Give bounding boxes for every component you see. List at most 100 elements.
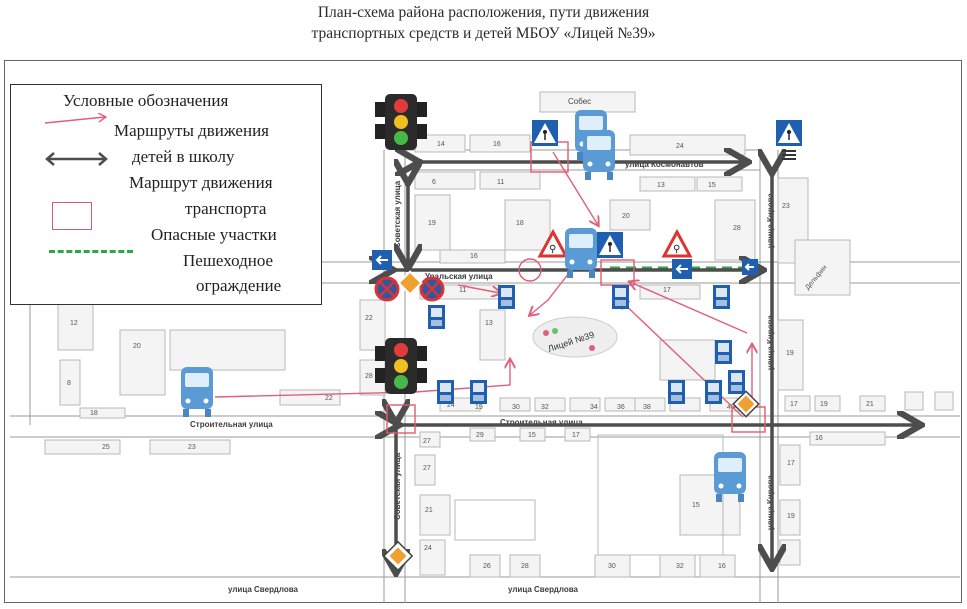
- priority-road-sign-2: [732, 390, 760, 418]
- children-warning-sign-2: ⚲: [661, 228, 693, 258]
- house-number: 27: [423, 465, 431, 472]
- child-routes: [214, 151, 748, 418]
- house-number: 24: [447, 402, 455, 409]
- legend-dangerous-spots: Опасные участки: [151, 225, 277, 244]
- map-title-line-2: транспортных средств и детей МБОУ «Лицей…: [311, 25, 656, 42]
- svg-text:⚲: ⚲: [549, 244, 556, 255]
- street-sovetskaya-top: Советская улица: [393, 180, 402, 248]
- house-number: 32: [541, 404, 549, 411]
- house-number: 16: [493, 141, 501, 148]
- house-number: 21: [425, 507, 433, 514]
- house-number: 27: [423, 438, 431, 445]
- legend-heading: Условные обозначения: [63, 91, 229, 110]
- house-number: 20: [133, 343, 141, 350]
- house-number: 24: [424, 545, 432, 552]
- legend-transport-route-line1: Маршрут движения: [129, 173, 273, 192]
- house-number: 21: [866, 401, 874, 408]
- house-number: 19: [786, 350, 794, 357]
- children-warning-sign-1: ⚲: [537, 228, 569, 258]
- traffic-light-top: [375, 94, 427, 150]
- crosswalk-sign-right: [776, 120, 802, 160]
- legend-child-routes-line2: детей в школу: [132, 147, 235, 166]
- house-number: 13: [485, 320, 493, 327]
- parking-sign-icon: [715, 340, 732, 364]
- house-number: 30: [608, 563, 616, 570]
- house-number: 23: [188, 444, 196, 451]
- house-number: 19: [787, 513, 795, 520]
- map-frame: [4, 60, 962, 603]
- buses: [181, 110, 746, 502]
- house-number: 20: [622, 213, 630, 220]
- house-number: 19: [820, 401, 828, 408]
- school-area: [532, 316, 618, 358]
- parking-signs: [428, 285, 745, 404]
- house-number: 29: [476, 432, 484, 439]
- legend-transport-route-line2: транспорта: [185, 199, 267, 218]
- house-number: 38: [643, 404, 651, 411]
- house-number: 36: [617, 404, 625, 411]
- parking-sign-icon: [668, 380, 685, 404]
- street-stroitelnaya-left: Строительная улица: [190, 420, 273, 429]
- one-way-sign-left: [372, 250, 392, 270]
- house-number: 28: [365, 373, 373, 380]
- house-number: 15: [528, 432, 536, 439]
- house-number: 26: [483, 563, 491, 570]
- house-number: 11: [459, 287, 466, 294]
- house-number: 34: [590, 404, 598, 411]
- house-number: 17: [790, 401, 798, 408]
- legend-fence-line2: ограждение: [196, 276, 282, 295]
- priority-road-sign-1: [397, 270, 423, 296]
- sobes-label: Собес: [568, 97, 591, 106]
- house-number: 23: [782, 203, 790, 210]
- crosswalk-sign-mid: [597, 232, 623, 258]
- fence-dashes-icon: [49, 250, 133, 253]
- legend-child-routes-line1: Маршруты движения: [114, 121, 269, 140]
- traffic-light-bottom: [375, 338, 427, 394]
- house-number: 19: [428, 220, 436, 227]
- child-route-arrow-icon: [44, 113, 108, 124]
- two-way-road-arrows: [390, 162, 918, 570]
- bus-icon: [565, 228, 597, 278]
- house-number: 18: [90, 410, 98, 417]
- legend-box: Условные обозначения Маршруты движения д…: [10, 84, 322, 305]
- two-way-arrow-icon: [45, 152, 108, 166]
- bus-icon: [583, 130, 615, 180]
- house-number: 6: [432, 179, 436, 186]
- house-number: 17: [572, 432, 580, 439]
- parking-sign-icon: [612, 285, 629, 309]
- house-number: 28: [733, 225, 741, 232]
- no-stopping-sign-2: [419, 276, 445, 302]
- house-number: 14: [437, 141, 445, 148]
- one-way-sign-center: [672, 259, 692, 279]
- house-number: 22: [365, 315, 373, 322]
- street-sverdlova-right: улица Свердлова: [508, 585, 579, 594]
- house-number: 17: [663, 287, 671, 294]
- house-number: 17: [787, 460, 795, 467]
- parking-sign-icon: [728, 370, 745, 394]
- house-number: 16: [815, 435, 823, 442]
- house-number: 8: [67, 380, 71, 387]
- house-number: 18: [516, 220, 524, 227]
- house-number: 22: [325, 395, 333, 402]
- house-number: 12: [70, 320, 78, 327]
- street-sverdlova-left: улица Свердлова: [228, 585, 299, 594]
- parking-sign-icon: [470, 380, 487, 404]
- parking-sign-icon: [428, 305, 445, 329]
- house-number: 32: [676, 563, 684, 570]
- priority-road-sign-3: [382, 540, 414, 572]
- no-stopping-sign-1: [374, 276, 400, 302]
- house-number: 11: [497, 179, 504, 186]
- house-number: 16: [470, 253, 478, 260]
- one-way-sign-right: [742, 259, 758, 275]
- house-number: 30: [512, 404, 520, 411]
- house-number: 19: [475, 404, 483, 411]
- crosswalk-sign-top: [532, 120, 558, 146]
- svg-text:⚲: ⚲: [673, 244, 680, 255]
- map-title-line-1: План-схема района расположения, пути дви…: [317, 4, 650, 21]
- house-number: 16: [718, 563, 726, 570]
- buildings: [44, 91, 954, 578]
- house-number: 15: [708, 182, 716, 189]
- house-number: 25: [102, 444, 110, 451]
- parking-sign-icon: [437, 380, 454, 404]
